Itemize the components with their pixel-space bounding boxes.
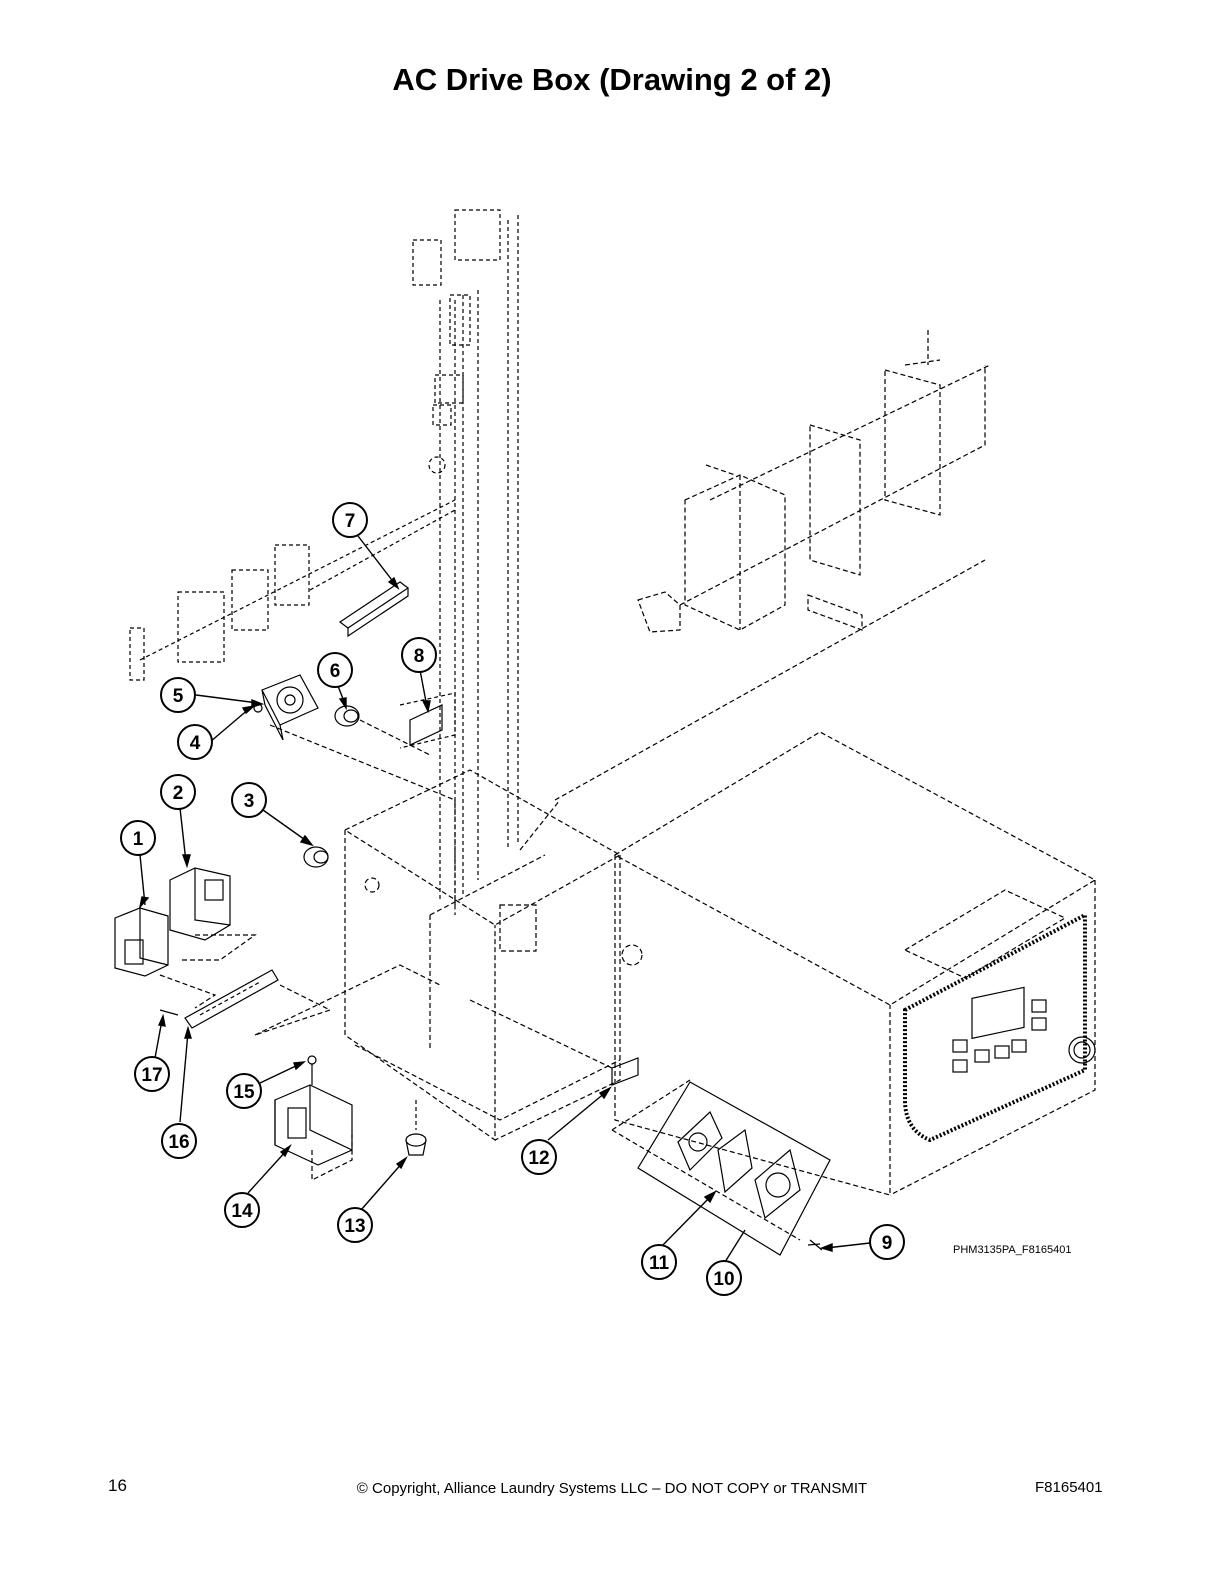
part-1-contactor bbox=[114, 907, 169, 977]
callout-7 bbox=[332, 502, 368, 538]
part-13-foot bbox=[405, 1100, 427, 1156]
callout-markers bbox=[120, 502, 905, 1296]
part-15-screw bbox=[307, 1055, 317, 1085]
callout-13 bbox=[337, 1207, 373, 1243]
callout-4 bbox=[177, 724, 213, 760]
part-10-fan-kit-bracket bbox=[637, 1081, 831, 1256]
vertical-rail-assembly bbox=[412, 209, 519, 905]
callout-label-2: 2 bbox=[173, 783, 184, 804]
part-9-screw bbox=[807, 1239, 823, 1251]
part-12-label bbox=[469, 999, 639, 1086]
part-7-rail bbox=[338, 581, 410, 638]
upper-right-drive-components bbox=[519, 330, 991, 851]
callout-label-15: 15 bbox=[233, 1082, 255, 1103]
control-panel-bezel bbox=[903, 911, 1096, 1143]
page-title: AC Drive Box (Drawing 2 of 2) bbox=[392, 62, 832, 97]
callout-numbers: 1 2 3 4 5 6 7 8 9 10 11 12 13 14 15 16 1… bbox=[133, 511, 893, 1290]
callout-6 bbox=[317, 652, 353, 688]
part-2-contactor bbox=[169, 867, 231, 941]
callout-2 bbox=[160, 774, 196, 810]
callout-5 bbox=[160, 677, 196, 713]
callout-11 bbox=[641, 1244, 677, 1280]
part-3-grommet bbox=[303, 846, 329, 868]
copyright-notice: © Copyright, Alliance Laundry Systems LL… bbox=[356, 1480, 868, 1497]
part-11-filter bbox=[677, 1110, 801, 1220]
part-17-screw bbox=[159, 1009, 179, 1016]
document-code: F8165401 bbox=[1035, 1479, 1103, 1496]
callout-12 bbox=[521, 1139, 557, 1175]
callout-label-8: 8 bbox=[414, 646, 425, 667]
callout-3 bbox=[231, 782, 267, 818]
callout-label-16: 16 bbox=[168, 1132, 189, 1153]
drawing-code: PHM3135PA_F8165401 bbox=[953, 1244, 1072, 1256]
callout-label-13: 13 bbox=[344, 1216, 365, 1237]
callout-label-14: 14 bbox=[231, 1201, 253, 1222]
callout-leaders bbox=[138, 535, 871, 1263]
callout-label-6: 6 bbox=[330, 661, 341, 682]
callout-label-3: 3 bbox=[244, 791, 255, 812]
part-5-fan bbox=[261, 674, 319, 741]
callout-label-9: 9 bbox=[882, 1233, 893, 1254]
callout-17 bbox=[134, 1056, 170, 1092]
part-16-din-rail bbox=[184, 969, 279, 1029]
inner-chassis bbox=[343, 769, 643, 1142]
part-6-grommet bbox=[334, 705, 360, 727]
terminal-block-assembly bbox=[129, 499, 456, 681]
callout-9 bbox=[869, 1224, 905, 1260]
callout-label-17: 17 bbox=[141, 1065, 162, 1086]
callout-label-4: 4 bbox=[190, 733, 201, 754]
callout-label-1: 1 bbox=[133, 829, 144, 850]
part-8-label bbox=[399, 692, 456, 749]
callout-label-7: 7 bbox=[345, 511, 356, 532]
drive-box-housing bbox=[613, 731, 1097, 1196]
callout-label-10: 10 bbox=[713, 1269, 734, 1290]
callout-label-12: 12 bbox=[528, 1148, 549, 1169]
callout-label-5: 5 bbox=[173, 686, 184, 707]
callout-15 bbox=[226, 1073, 262, 1109]
callout-16 bbox=[161, 1123, 197, 1159]
page-number: 16 bbox=[108, 1476, 127, 1495]
callout-1 bbox=[120, 820, 156, 856]
callout-10 bbox=[706, 1260, 742, 1296]
callout-label-11: 11 bbox=[649, 1253, 670, 1274]
callout-14 bbox=[224, 1192, 260, 1228]
callout-8 bbox=[401, 637, 437, 673]
